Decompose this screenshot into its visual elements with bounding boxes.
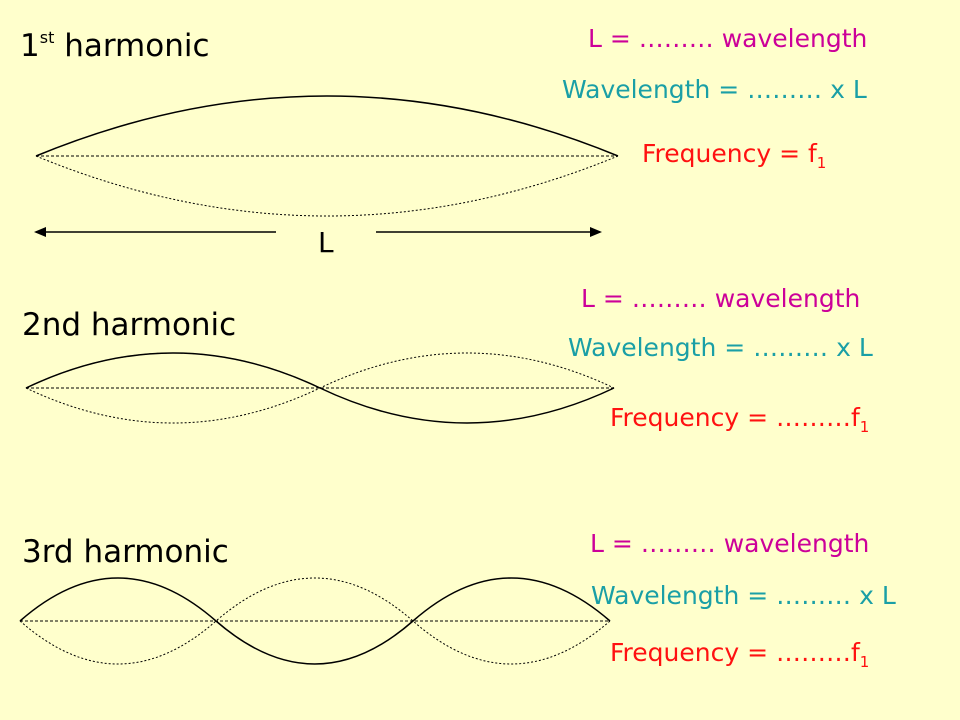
harmonic-3-frequency-formula: Frequency = ………f1 [610,638,869,670]
harmonic-1-title: 1st harmonic [20,28,210,64]
harmonic-1-wavelength-formula: Wavelength = ……… x L [562,75,867,104]
harmonic-3-frequency-subscript: 1 [859,653,870,671]
harmonic-3-length-ratio-text: L = ……… [590,529,724,558]
harmonic-2-lower-envelope [25,387,321,424]
harmonic-2-frequency-formula: Frequency = ………f1 [610,403,869,435]
harmonic-2-length-ratio-text: L = ……… [581,284,715,313]
harmonic-1-title-superscript: st [39,28,55,47]
harmonic-3-wave [19,577,611,665]
harmonic-1-length-word: wavelength [721,24,868,53]
harmonic-1-title-text: harmonic [54,28,210,64]
harmonic-2-solid-wave [25,352,615,424]
harmonic-1-title-number: 1 [20,28,40,64]
harmonic-3-frequency-text: Frequency = ………f [610,638,860,667]
harmonic-3-title: 3rd harmonic [22,534,229,570]
harmonic-2-wavelength-formula: Wavelength = ……… x L [568,333,873,362]
harmonic-2-frequency-text: Frequency = ………f [610,403,860,432]
harmonic-3-dashed-envelope [19,577,611,665]
harmonic-3-solid-envelope [19,577,611,665]
harmonic-1-length-ratio: L = ……… wavelength [588,26,867,51]
harmonic-2-length-word: wavelength [714,284,861,313]
harmonic-2-length-ratio: L = ……… wavelength [581,286,860,311]
harmonic-1-frequency-formula: Frequency = f1 [642,139,826,171]
harmonic-2-frequency-subscript: 1 [859,418,870,436]
harmonic-3-wavelength-formula: Wavelength = ……… x L [591,581,896,610]
harmonic-1-frequency-text: Frequency = f [642,139,817,168]
length-label: L [318,226,334,259]
harmonic-2-wave [25,352,615,424]
harmonic-2-title: 2nd harmonic [22,307,237,343]
harmonic-1-upper-envelope [35,95,619,157]
harmonic-3-length-word: wavelength [723,529,870,558]
harmonic-1-frequency-subscript: 1 [816,154,827,172]
harmonic-1-lower-envelope [35,155,619,217]
harmonic-1-length-ratio-text: L = ……… [588,24,722,53]
harmonic-1-wave [35,95,619,217]
harmonic-3-length-ratio: L = ……… wavelength [590,531,869,556]
